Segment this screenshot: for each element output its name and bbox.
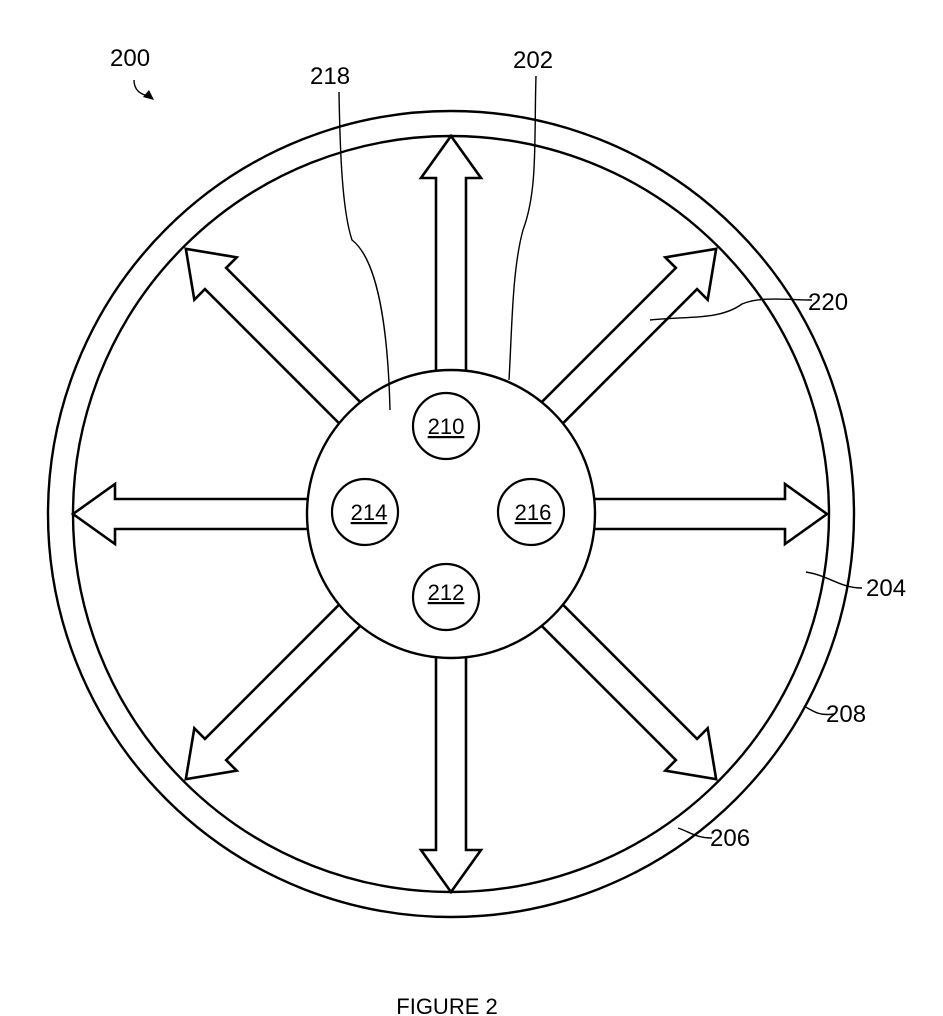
module-216: 216: [498, 479, 564, 545]
ref-200: 200: [110, 45, 150, 72]
ref-220: 220: [808, 289, 848, 316]
module-212: 212: [413, 564, 479, 630]
leader-202: [509, 76, 536, 380]
arrow-vertical-down: [421, 654, 481, 892]
arrow-upper-right: [529, 228, 738, 437]
ref-206: 206: [710, 825, 750, 852]
arrow-lower-left: [165, 592, 374, 801]
arrow-upper-left: [165, 228, 374, 437]
figure-caption: FIGURE 2: [396, 994, 497, 1016]
module-214: 214: [332, 479, 398, 545]
module-212-label: 212: [428, 580, 465, 605]
ref-204: 204: [866, 575, 906, 602]
module-210: 210: [413, 393, 479, 459]
leader-218: [339, 92, 390, 410]
arrow-right: [591, 484, 827, 544]
leader-204: [806, 572, 862, 588]
arrow-lower-right: [529, 592, 738, 801]
arrow-left: [73, 484, 311, 544]
leader-206: [678, 828, 712, 838]
module-210-label: 210: [428, 414, 465, 439]
leader-200: [134, 80, 148, 96]
module-216-label: 216: [515, 500, 552, 525]
ref-208: 208: [826, 701, 866, 728]
ref-218: 218: [310, 63, 350, 90]
module-214-label: 214: [351, 500, 388, 525]
ref-202: 202: [513, 47, 553, 74]
